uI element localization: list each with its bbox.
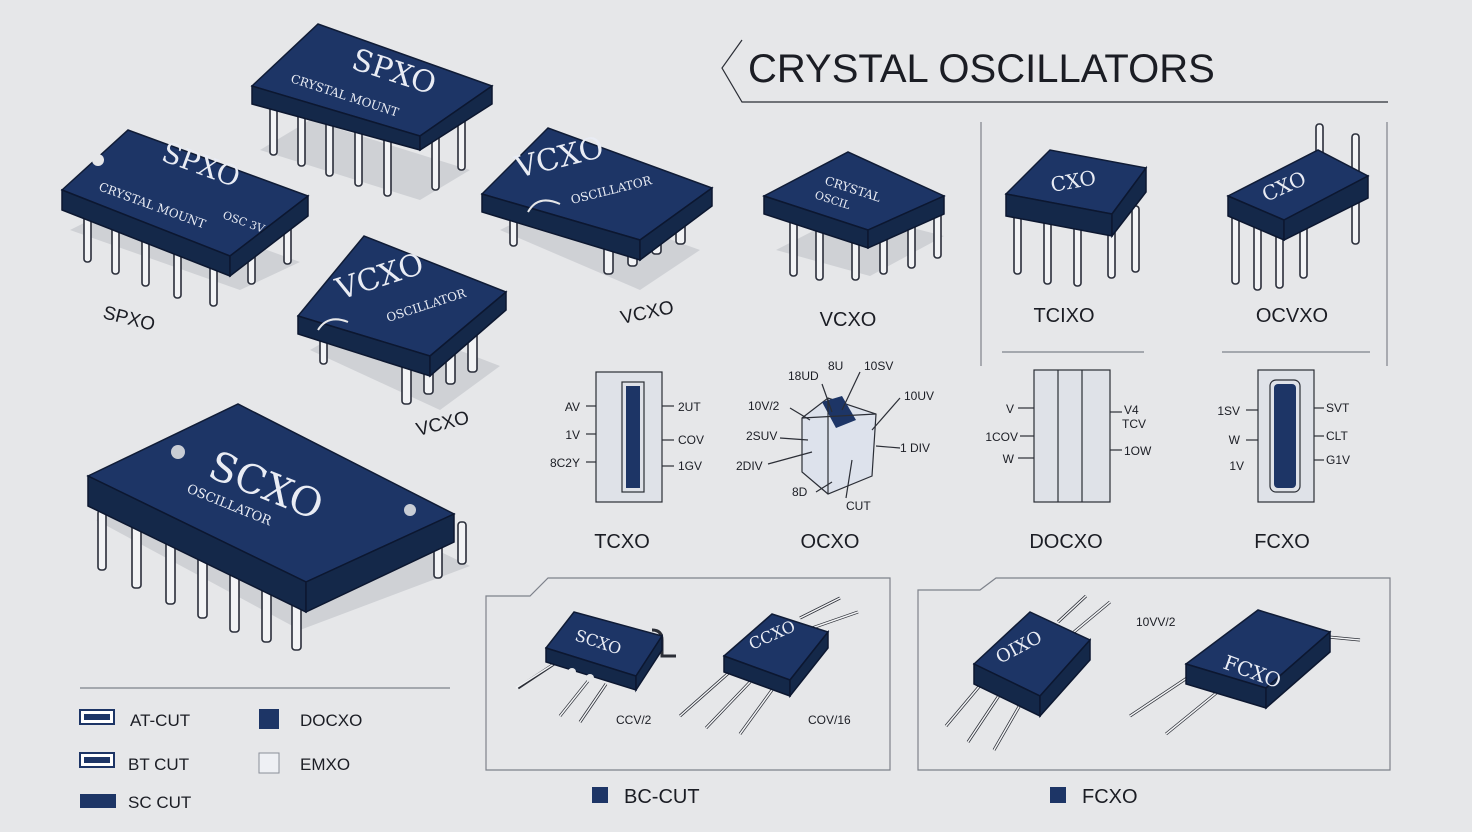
fcxo-label-right-3: G1V [1326, 453, 1350, 467]
chip-scxo: SCXO OSCILLATOR [86, 403, 470, 651]
panel-fcxo: OIXO FCXO 10VV/2 FCXO [917, 577, 1391, 808]
vcxo-c-caption: VCXO [820, 309, 877, 331]
fcxo-label-left-1: 1SV [1217, 404, 1240, 418]
tcxo-diagram-caption: TCXO [594, 531, 650, 553]
docxo-diagram-caption: DOCXO [1029, 531, 1102, 553]
panel-right-note: 10VV/2 [1136, 615, 1176, 629]
ocxo-label-3: 10SV [864, 359, 893, 373]
docxo-label-right-2: TCV [1122, 417, 1146, 431]
title-bracket [721, 39, 1388, 103]
tcxo-label-right-2: COV [678, 433, 704, 447]
ocvxo-chip-caption: OCVXO [1256, 305, 1328, 327]
fcxo-label-right-2: CLT [1326, 429, 1348, 443]
legend-item-docxo: DOCXO [259, 709, 362, 730]
legend-item-at-cut: AT-CUT [79, 709, 190, 730]
fcxo-label-left-3: 1V [1229, 459, 1244, 473]
ocxo-label-9: 8D [792, 485, 808, 499]
tcxo-label-right-3: 1GV [678, 459, 702, 473]
fcxo-diagram-caption: FCXO [1254, 531, 1310, 553]
legend-label-at-cut: AT-CUT [130, 711, 190, 730]
ocxo-label-5: 10UV [904, 389, 934, 403]
legend: AT-CUT BT CUT SC CUT DOCXO EMXO [79, 687, 450, 812]
panel-right-chip-2: FCXO [1129, 609, 1361, 736]
panel-left-legend-swatch [592, 787, 608, 803]
diagram-docxo: V 1COV W V4 TCV 1OW DOCXO [985, 369, 1152, 553]
ocxo-label-7: 1 DIV [900, 441, 930, 455]
tcxo-chip-caption: TCIXO [1033, 305, 1094, 327]
tcxo-label-left-2: 1V [565, 428, 580, 442]
panel-left-note-2: COV/16 [808, 713, 851, 727]
chip-vcxo-b: VCXO OSCILLATOR VCXO [296, 235, 508, 441]
legend-item-bt-cut: BT CUT [79, 752, 189, 774]
panel-bc-cut: SCXO CCXO CCV/2 COV/16 BC-CUT [485, 577, 891, 808]
vcxo-a-caption: VCXO [619, 297, 676, 329]
tcxo-label-right-1: 2UT [678, 400, 701, 414]
legend-label-docxo: DOCXO [300, 711, 362, 730]
docxo-label-left-2: 1COV [985, 430, 1018, 444]
ocxo-diagram-caption: OCXO [801, 531, 860, 553]
panel-left-chip-2: CCXO [679, 596, 859, 735]
legend-label-emxo: EMXO [300, 755, 350, 774]
legend-label-sc-cut: SC CUT [128, 793, 191, 812]
tcxo-label-left-3: 8C2Y [550, 456, 580, 470]
legend-item-sc-cut: SC CUT [80, 793, 191, 812]
docxo-label-right-1: V4 [1124, 403, 1139, 417]
chip-spxo-top: SPXO CRYSTAL MOUNT [250, 23, 494, 200]
panel-bc-cut-frame [485, 577, 891, 771]
ocxo-label-4: 10V/2 [748, 399, 780, 413]
panel-right-legend-swatch [1050, 787, 1066, 803]
panel-left-chip-1: SCXO [515, 611, 676, 723]
ocxo-label-2: 8U [828, 359, 843, 373]
ocxo-label-6: 2SUV [746, 429, 777, 443]
docxo-label-left-1: V [1006, 402, 1014, 416]
chip-ocvxo: CXO OCVXO [1226, 123, 1370, 327]
docxo-label-right-3: 1OW [1124, 444, 1152, 458]
diagram-ocxo: 18UD 8U 10SV 10V/2 10UV 2SUV 1 DIV 2DIV … [736, 359, 934, 553]
fcxo-label-left-2: W [1229, 433, 1241, 447]
panel-fcxo-frame [917, 577, 1391, 771]
ocxo-label-8: 2DIV [736, 459, 763, 473]
legend-label-bt-cut: BT CUT [128, 755, 189, 774]
chip-tcxo: CXO TCIXO [1004, 149, 1148, 327]
panel-left-legend-label: BC-CUT [624, 786, 700, 808]
tcxo-label-left-1: AV [565, 400, 580, 414]
chip-vcxo-a: VCXO OSCILLATOR VCXO [480, 127, 714, 329]
spxo-caption: SPXO [101, 302, 157, 335]
panel-right-chip-1: OIXO [944, 594, 1111, 751]
panel-left-note-1: CCV/2 [616, 713, 652, 727]
chip-spxo-left: SPXO CRYSTAL MOUNT OSC 3V SPXO [60, 129, 310, 336]
diagram-tcxo: AV 1V 8C2Y 2UT COV 1GV TCXO [550, 371, 704, 553]
ocxo-label-10: CUT [846, 499, 871, 513]
panel-right-legend-label: FCXO [1082, 786, 1138, 808]
fcxo-label-right-1: SVT [1326, 401, 1350, 415]
page-title: CRYSTAL OSCILLATORS [748, 47, 1215, 91]
legend-item-emxo: EMXO [258, 752, 350, 774]
ocxo-label-1: 18UD [788, 369, 819, 383]
vcxo-b-caption: VCXO [414, 407, 471, 440]
diagram-fcxo: 1SV W 1V SVT CLT G1V FCXO [1217, 369, 1350, 553]
docxo-label-left-3: W [1003, 452, 1015, 466]
title-block: CRYSTAL OSCILLATORS [721, 39, 1388, 103]
chip-vcxo-c: CRYSTAL OSCIL VCXO [762, 151, 946, 331]
